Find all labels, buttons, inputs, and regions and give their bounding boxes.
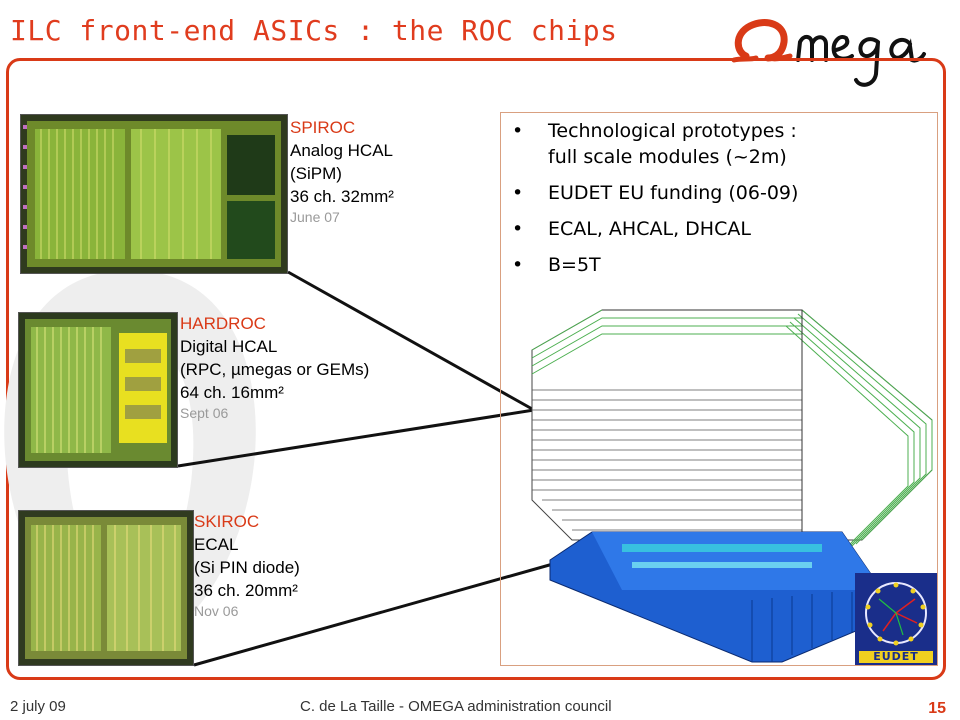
- spiroc-specs: 36 ch. 32mm²: [290, 187, 394, 206]
- eudet-logo-text: EUDET: [873, 650, 919, 663]
- hardroc-label: HARDROC Digital HCAL (RPC, µmegas or GEM…: [180, 312, 369, 423]
- skiroc-date: Nov 06: [194, 603, 239, 619]
- bullet-item: • Technological prototypes : full scale …: [510, 118, 930, 170]
- hcal-stack: [531, 309, 933, 557]
- spiroc-date: June 07: [290, 209, 340, 225]
- skiroc-label: SKIROC ECAL (Si PIN diode) 36 ch. 20mm² …: [194, 510, 300, 621]
- bullet-dot: •: [512, 120, 524, 142]
- bullet-item: • ECAL, AHCAL, DHCAL: [510, 216, 930, 242]
- bullet-text-cont: full scale modules (~2m): [548, 146, 787, 168]
- right-panel: [500, 112, 938, 666]
- bullet-text: ECAL, AHCAL, DHCAL: [548, 218, 751, 240]
- slide-frame: [6, 58, 946, 680]
- bullet-dot: •: [512, 182, 524, 204]
- spiroc-type: Analog HCAL: [290, 141, 394, 160]
- spiroc-name: SPIROC: [290, 118, 356, 137]
- bullet-dot: •: [512, 218, 524, 240]
- bullet-list: • Technological prototypes : full scale …: [510, 118, 930, 288]
- bullet-dot: •: [512, 254, 524, 276]
- spiroc-chip-image: [20, 114, 288, 274]
- hardroc-chip-image: [18, 312, 178, 468]
- skiroc-specs: 36 ch. 20mm²: [194, 581, 298, 600]
- bullet-item: • B=5T: [510, 252, 930, 278]
- hardroc-name: HARDROC: [180, 314, 266, 333]
- hardroc-sensor: (RPC, µmegas or GEMs): [180, 360, 370, 379]
- bullet-text: EUDET EU funding (06-09): [548, 182, 799, 204]
- bullet-text: B=5T: [548, 254, 601, 276]
- hardroc-type: Digital HCAL: [180, 337, 278, 356]
- footer-date: 2 july 09: [10, 698, 66, 715]
- detector-prototype-illustration: [531, 309, 933, 663]
- bullet-text: Technological prototypes :: [548, 120, 797, 142]
- skiroc-sensor: (Si PIN diode): [194, 558, 300, 577]
- spiroc-label: SPIROC Analog HCAL (SiPM) 36 ch. 32mm² J…: [290, 116, 394, 227]
- hardroc-date: Sept 06: [180, 405, 229, 421]
- bullet-item: • EUDET EU funding (06-09): [510, 180, 930, 206]
- page-number: 15: [928, 700, 946, 717]
- ecal-slab: [549, 531, 883, 663]
- footer-author: C. de La Taille - OMEGA administration c…: [300, 698, 612, 715]
- hardroc-specs: 64 ch. 16mm²: [180, 383, 284, 402]
- skiroc-chip-image: [18, 510, 194, 666]
- eudet-logo: EUDET: [855, 573, 937, 665]
- spiroc-sensor: (SiPM): [290, 164, 342, 183]
- skiroc-type: ECAL: [194, 535, 239, 554]
- skiroc-name: SKIROC: [194, 512, 260, 531]
- slide-title: ILC front-end ASICs : the ROC chips: [10, 14, 618, 47]
